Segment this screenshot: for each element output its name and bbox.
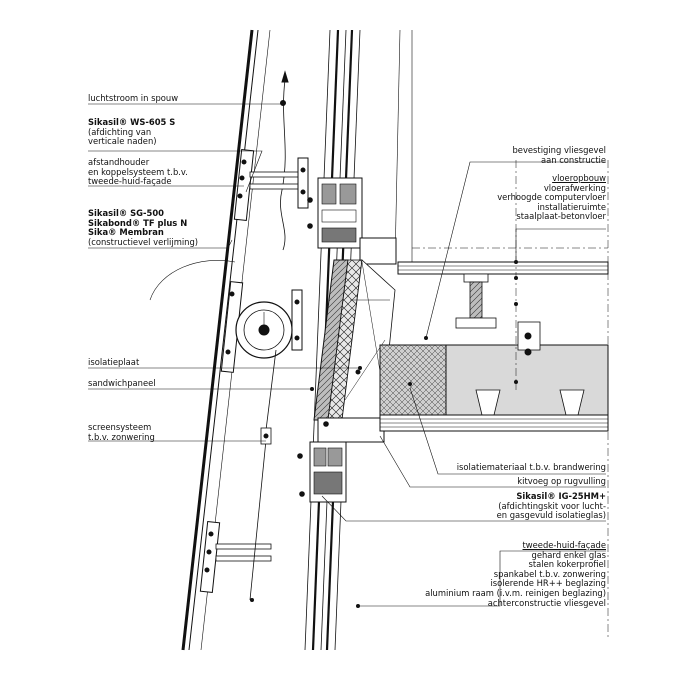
label-computervloer: verhoogde computervloer <box>497 192 606 203</box>
label-sikabond: Sikabond® TF plus N <box>88 217 188 228</box>
spacer-bracket-bottom <box>199 521 272 593</box>
label-screensysteem-line2: t.b.v. zonwering <box>88 431 155 442</box>
label-ig25-note1: (afdichtingskit voor lucht- <box>498 500 606 511</box>
label-sg500-group: Sikasil® SG-500 Sikabond® TF plus N Sika… <box>88 208 199 247</box>
leader-dots <box>250 260 518 608</box>
airflow-arrow <box>280 70 289 251</box>
frame-profile-top <box>307 177 397 265</box>
label-glas: gehard enkel glas <box>531 549 606 560</box>
label-kokerprofiel: stalen kokerprofiel <box>528 559 606 570</box>
label-ig25-group: Sikasil® IG-25HM+ (afdichtingskit voor l… <box>496 491 606 521</box>
label-sg500: Sikasil® SG-500 <box>88 208 165 218</box>
label-afstandhouder-line1: afstandhouder <box>88 157 150 167</box>
label-vloerafwerking: vloerafwerking <box>543 182 606 193</box>
label-vloeropbouw: vloeropbouw <box>552 173 606 183</box>
label-vloeropbouw-group: vloeropbouw vloerafwerking verhoogde com… <box>497 173 606 222</box>
label-luchtstroom: luchtstroom in spouw <box>88 93 179 104</box>
cable-curve <box>149 260 236 301</box>
label-brandwering-text: isolatiemateriaal t.b.v. brandwering <box>456 462 606 472</box>
label-bevestiging-line1: bevestiging vliesgevel <box>512 145 606 155</box>
label-sikasil-ws-note2: verticale naden) <box>88 136 157 147</box>
label-kitvoeg-text: kitvoeg op rugvulling <box>517 476 606 486</box>
label-sandwichpaneel: sandwichpaneel <box>88 378 156 389</box>
leader-lines-right <box>321 161 606 607</box>
label-ig25: Sikasil® IG-25HM+ <box>516 491 606 501</box>
label-luchtstroom-text: luchtstroom in spouw <box>88 93 179 103</box>
label-afstandhouder-line2: en koppelsysteem t.b.v. <box>88 166 188 177</box>
frame-profile-bottom <box>297 417 385 503</box>
label-aluminium: aluminium raam (i.v.m. reinigen beglazin… <box>425 587 606 598</box>
floor-construction <box>379 261 609 432</box>
label-brandwering: isolatiemateriaal t.b.v. brandwering <box>456 462 606 473</box>
label-membran: Sika® Membran <box>88 227 164 238</box>
label-isolatieplaat: isolatieplaat <box>88 357 140 368</box>
leader-lines-left <box>88 103 360 442</box>
label-tweede-huid: tweede-huid-façade <box>522 540 607 550</box>
label-isolatieplaat-text: isolatieplaat <box>88 357 140 367</box>
label-sikasil-ws: Sikasil® WS-605 S (afdichting van vertic… <box>88 117 176 147</box>
label-sandwichpaneel-text: sandwichpaneel <box>88 378 156 388</box>
label-achterconstructie: achterconstructie vliesgevel <box>487 597 606 608</box>
label-installatieruimte: installatieruimte <box>537 201 606 212</box>
label-screensysteem-line1: screensysteem <box>88 422 152 432</box>
label-hr-glazing: isolerende HR++ beglazing <box>490 578 606 589</box>
label-constructievel: (constructievel verlijming) <box>88 236 199 247</box>
label-bevestiging-line2: aan constructie <box>540 154 606 165</box>
screen-cable <box>249 349 277 601</box>
spacer-bracket-top <box>233 149 309 221</box>
label-kitvoeg: kitvoeg op rugvulling <box>517 476 606 487</box>
label-staalplaat: staalplaat-betonvloer <box>516 211 606 222</box>
label-afstandhouder-line3: tweede-huid-façade <box>88 176 172 187</box>
label-afstandhouder: afstandhouder en koppelsysteem t.b.v. tw… <box>88 157 188 187</box>
label-bevestiging: bevestiging vliesgevel aan constructie <box>512 145 606 165</box>
label-ig25-note2: en gasgevuld isolatieglas) <box>496 510 606 521</box>
screen-roll-bracket <box>220 281 303 373</box>
centerlines <box>412 160 609 640</box>
label-tweede-huid-group: tweede-huid-façade gehard enkel glas sta… <box>425 540 607 608</box>
label-sikasil-ws-note1: (afdichting van <box>88 126 152 137</box>
label-screensysteem: screensysteem t.b.v. zonwering <box>88 422 155 442</box>
label-sikasil-ws-title: Sikasil® WS-605 S <box>88 117 176 127</box>
label-spankabel: spankabel t.b.v. zonwering <box>493 568 606 579</box>
